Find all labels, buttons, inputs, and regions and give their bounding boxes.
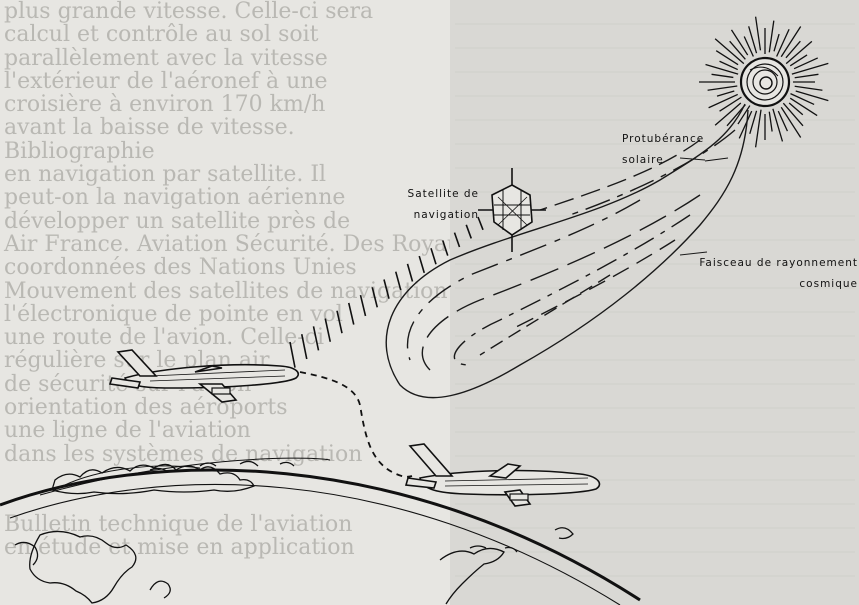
wave-stroke xyxy=(290,342,295,368)
wave-stroke xyxy=(337,311,342,333)
wave-stroke xyxy=(314,326,319,350)
beam-label: Faisceau de rayonnement cosmique xyxy=(686,253,858,295)
satellite-label-text: Satellite de navigation xyxy=(408,188,479,221)
solar-label: Protubérance solaire xyxy=(622,129,732,171)
wave-stroke xyxy=(431,248,436,264)
airplane-upper-icon xyxy=(110,350,298,402)
wave-stroke xyxy=(384,280,389,299)
satellite-label: Satellite de navigation xyxy=(384,184,479,226)
beam-label-text: Faisceau de rayonnement cosmique xyxy=(699,257,858,290)
wave-stroke xyxy=(443,240,448,255)
wave-stroke xyxy=(396,272,401,290)
solar-label-text: Protubérance solaire xyxy=(622,133,704,166)
wave-stroke xyxy=(302,334,307,359)
wave-stroke xyxy=(372,287,377,307)
wave-stroke xyxy=(408,264,413,282)
flight-path xyxy=(300,372,412,477)
wave-stroke xyxy=(361,295,366,316)
column-shade xyxy=(450,0,859,605)
wave-stroke xyxy=(349,303,354,325)
wave-stroke xyxy=(419,256,424,273)
wave-stroke xyxy=(325,319,330,342)
